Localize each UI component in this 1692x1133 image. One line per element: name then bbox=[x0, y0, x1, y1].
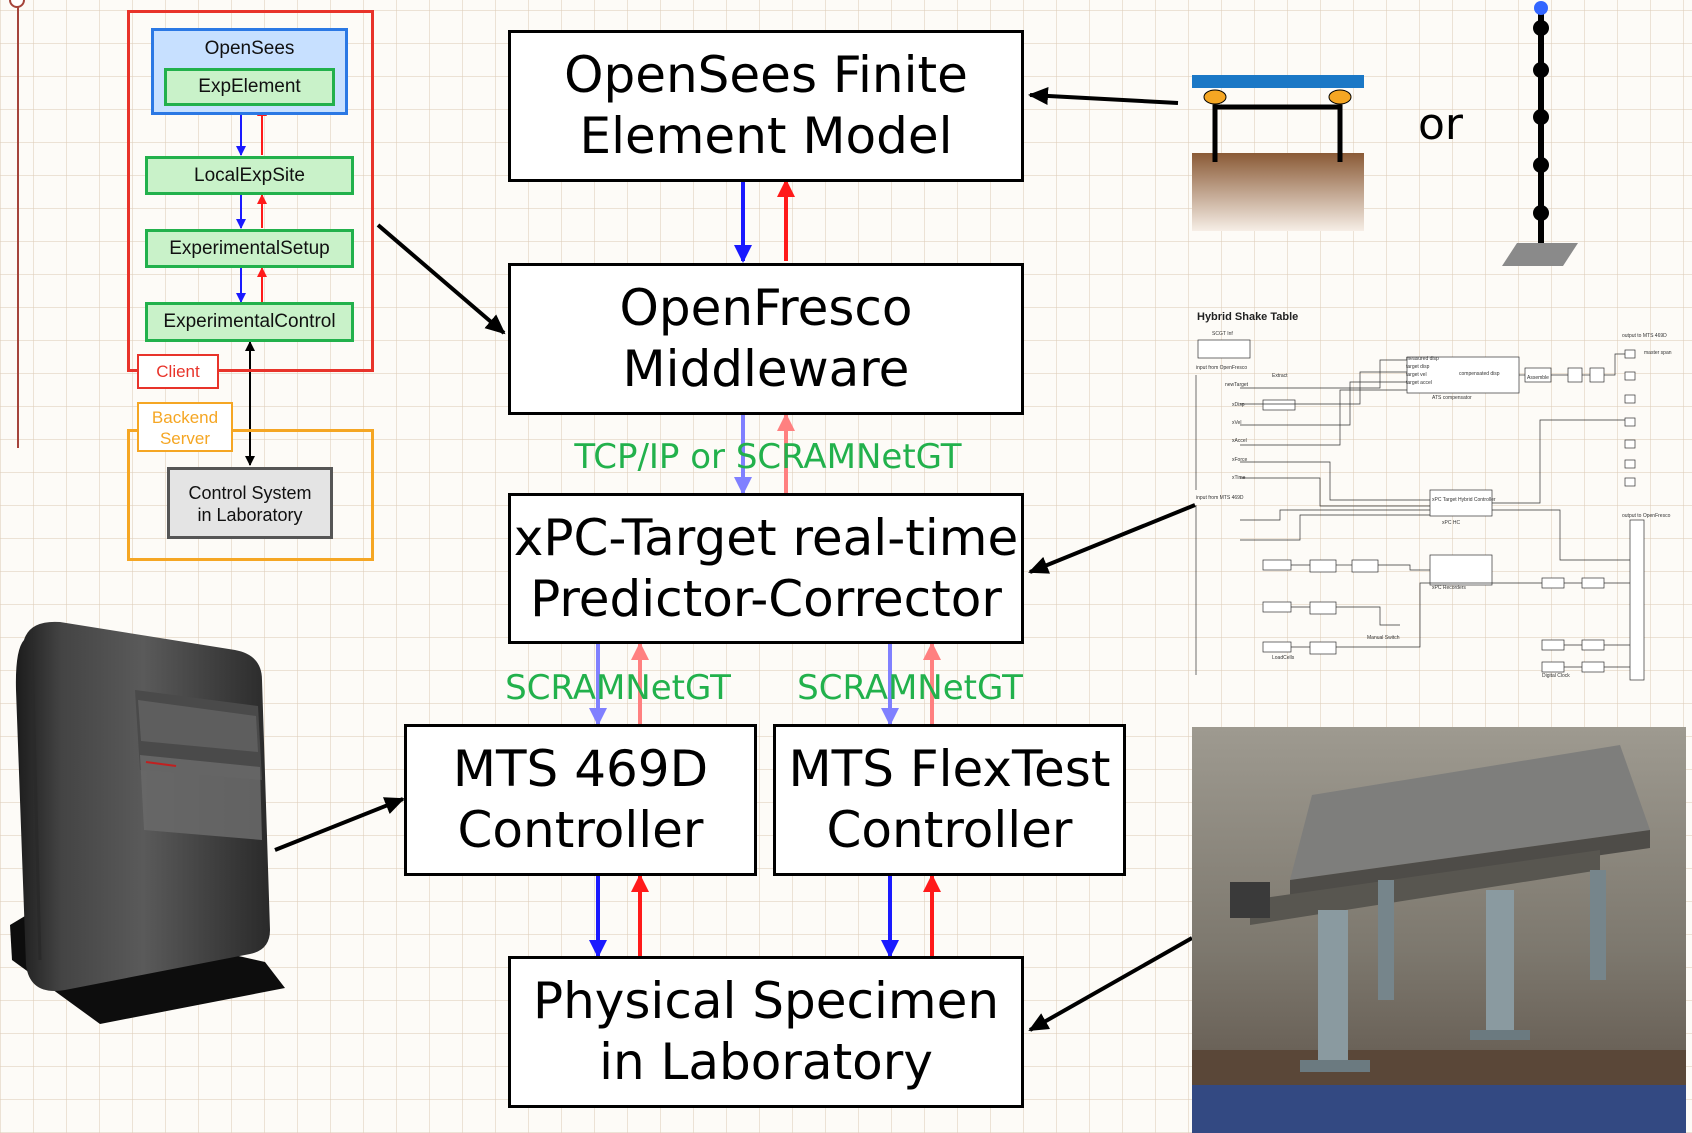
sim-label-target-vel: target vel bbox=[1406, 372, 1427, 378]
sim-label-measured-disp: measured disp bbox=[1406, 356, 1439, 362]
sim-label-output-mts: output to MTS 469D bbox=[1622, 333, 1667, 339]
sim-label-input-openfresco: input from OpenFresco bbox=[1196, 365, 1248, 371]
pointer-arrow-server bbox=[274, 797, 405, 852]
sim-label-extract: Extract bbox=[1272, 373, 1288, 379]
scramnet-right-label: SCRAMNetGT bbox=[797, 668, 1023, 708]
simulink-panel: Hybrid Shake Table SCGT Inf input from O… bbox=[1192, 305, 1688, 685]
backend-line2: Server bbox=[159, 429, 211, 448]
xpc-target-line2: Predictor-Corrector bbox=[530, 569, 1002, 628]
pointer-arrow-structure-model bbox=[1028, 86, 1179, 105]
sim-label-compensated-disp: compensated disp bbox=[1459, 371, 1500, 377]
backend-line1: Backend bbox=[151, 408, 219, 427]
xpc-target-box: xPC-Target real-time Predictor-Corrector bbox=[508, 493, 1024, 644]
opensees-model-line2: Element Model bbox=[579, 107, 953, 165]
specimen-line2: in Laboratory bbox=[599, 1033, 933, 1091]
sim-label-scgt: SCGT Inf bbox=[1212, 331, 1233, 337]
specimen-box: Physical Specimen in Laboratory bbox=[508, 956, 1024, 1108]
stick-model-icon bbox=[1502, 1, 1578, 266]
edge-rule bbox=[17, 0, 19, 448]
sim-label-ats-compensator: ATS compensator bbox=[1432, 395, 1472, 401]
sim-label-xpc-hybrid: xPC Target Hybrid Controller bbox=[1432, 497, 1496, 503]
opensees-model-box: OpenSees Finite Element Model bbox=[508, 30, 1024, 182]
backend-frame bbox=[127, 429, 374, 561]
tcp-ip-label: TCP/IP or SCRAMNetGT bbox=[574, 437, 962, 477]
sim-label-xpc-hc: xPC HC bbox=[1442, 520, 1461, 526]
pointer-arrow-photo bbox=[1028, 936, 1193, 1032]
control-system-line1: Control System bbox=[188, 483, 312, 503]
simulink-wiring bbox=[1195, 339, 1645, 681]
pointer-arrow-simulink bbox=[1028, 503, 1196, 574]
sim-label-xforce: xForce bbox=[1232, 457, 1248, 463]
client-frame bbox=[127, 10, 374, 372]
sim-label-master-span: master span bbox=[1644, 350, 1672, 356]
control-system-box: Control System in Laboratory bbox=[167, 467, 333, 539]
hier-opensees-label: OpenSees bbox=[204, 38, 295, 59]
sim-label-assemble: Assemble bbox=[1527, 375, 1549, 381]
sim-label-xtime: xTime bbox=[1232, 475, 1246, 481]
sim-label-loadcells: LoadCells bbox=[1272, 655, 1295, 661]
experimental-setup-box: ExperimentalSetup bbox=[145, 229, 354, 268]
client-tag: Client bbox=[137, 354, 219, 389]
simulink-title: Hybrid Shake Table bbox=[1197, 311, 1299, 323]
local-exp-site-box: LocalExpSite bbox=[145, 156, 354, 195]
sim-label-xpc-recorders: xPC Recorders bbox=[1432, 585, 1466, 591]
pointer-arrow-hierarchy bbox=[376, 223, 506, 335]
sim-label-target-accel: target accel bbox=[1406, 380, 1432, 386]
sim-label-input-mts: input from MTS 469D bbox=[1196, 495, 1244, 501]
control-system-line2: in Laboratory bbox=[197, 505, 303, 525]
exp-element-box: ExpElement bbox=[164, 68, 335, 106]
sim-label-newtarget: newTarget bbox=[1225, 382, 1249, 388]
openfresco-line2: Middleware bbox=[622, 340, 910, 398]
sim-label-target-disp: target disp bbox=[1406, 364, 1430, 370]
mts469d-line2: Controller bbox=[457, 801, 704, 859]
opensees-model-line1: OpenSees Finite bbox=[564, 46, 968, 104]
specimen-line1: Physical Specimen bbox=[532, 972, 1000, 1030]
experimental-control-box: ExperimentalControl bbox=[145, 302, 354, 342]
or-label: or bbox=[1418, 99, 1464, 150]
flextest-line2: Controller bbox=[826, 801, 1073, 859]
sim-label-xvel: xVel bbox=[1232, 420, 1242, 426]
mts469d-line1: MTS 469D bbox=[452, 740, 709, 798]
sim-label-output-openfresco: output to OpenFresco bbox=[1622, 513, 1671, 519]
openfresco-box: OpenFresco Middleware bbox=[508, 263, 1024, 415]
server-tower-icon bbox=[10, 621, 285, 1024]
openfresco-line1: OpenFresco bbox=[619, 279, 913, 337]
specimen-photo bbox=[1192, 727, 1686, 1133]
scramnet-left-label: SCRAMNetGT bbox=[505, 668, 731, 708]
mts469d-box: MTS 469D Controller bbox=[404, 724, 757, 876]
sim-label-manual-switch: Manual Switch bbox=[1367, 635, 1400, 641]
xpc-target-line1: xPC-Target real-time bbox=[513, 508, 1019, 567]
flextest-box: MTS FlexTest Controller bbox=[773, 724, 1126, 876]
shake-table-model-icon bbox=[1192, 75, 1364, 231]
sim-label-xaccel: xAccel bbox=[1232, 438, 1247, 444]
backend-tag: Backend Server bbox=[137, 402, 233, 452]
sim-label-xdisp: xDisp bbox=[1232, 402, 1245, 408]
sim-label-digital-clock: Digital Clock bbox=[1542, 673, 1570, 679]
flextest-line1: MTS FlexTest bbox=[788, 740, 1111, 798]
